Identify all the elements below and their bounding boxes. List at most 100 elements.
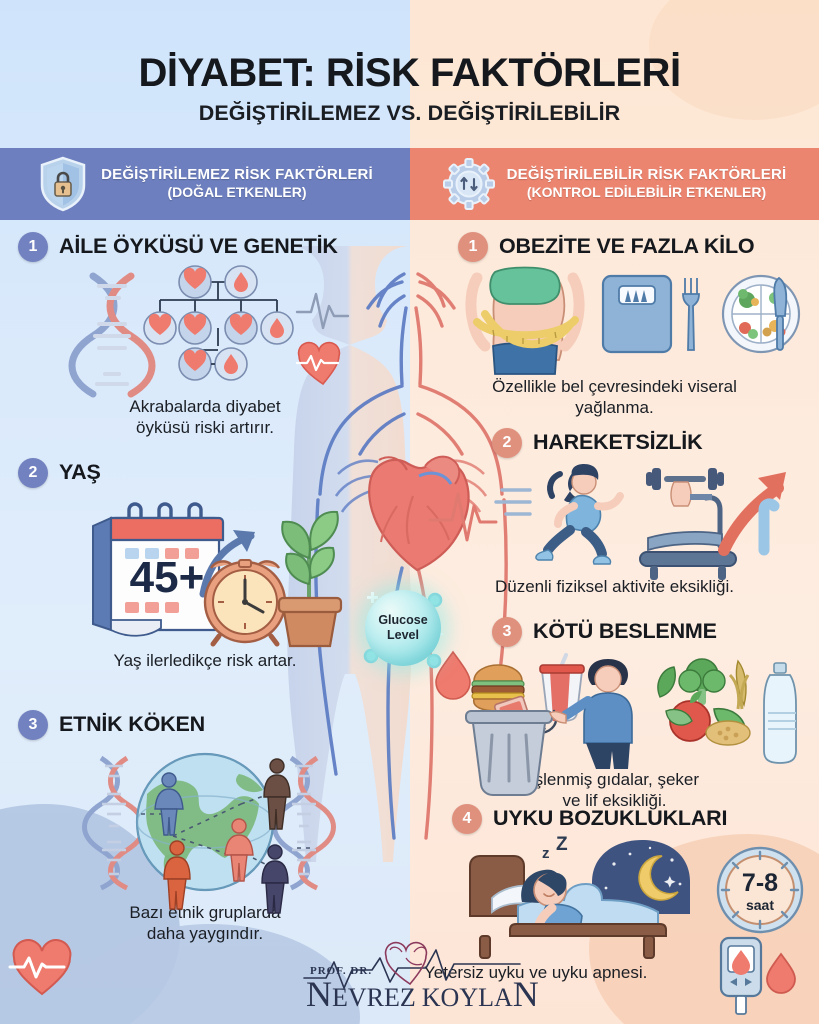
item-caption: Yetersiz uyku ve uyku apnesi. — [410, 962, 819, 983]
header-bar-modifiable: DEĞİŞTİRİLEBİLİR RİSK FAKTÖRLERİ (KONTRO… — [410, 148, 819, 220]
item-caption: Düzenli fiziksel aktivite eksikliği. — [410, 576, 819, 597]
risk-item-family-history: 1 AİLE ÖYKÜSÜ VE GENETİK — [0, 232, 410, 454]
item-title: YAŞ — [59, 460, 101, 485]
item-number-badge: 4 — [452, 804, 482, 834]
healthy-plate-icon — [721, 274, 800, 354]
svg-text:Z: Z — [556, 834, 568, 855]
risk-item-sleep: 4 UYKU BOZUKLUKLARI — [410, 804, 819, 1004]
treadmill-icon — [638, 494, 737, 580]
caption-line2: ve lif eksikliği. — [562, 791, 667, 811]
item-title: KÖTÜ BESLENME — [533, 619, 717, 644]
sleep-hours-value: 7-8 — [741, 869, 777, 897]
risk-item-obesity: 1 OBEZİTE VE FAZLA KİLO — [410, 232, 819, 422]
caption-line2: yağlanma. — [575, 398, 654, 418]
item-title: OBEZİTE VE FAZLA KİLO — [499, 234, 755, 259]
sleeping-person-bed-moon-illustration: z Z — [410, 834, 819, 959]
vegetables-icon — [656, 658, 751, 746]
nonmodifiable-risk-column: 1 AİLE ÖYKÜSÜ VE GENETİK — [0, 232, 410, 960]
water-bottle-icon — [762, 662, 797, 764]
signature-prefix: PROF. DR. — [310, 965, 372, 977]
calendar-age-value: 45+ — [130, 553, 205, 602]
item-caption: Akrabalarda diyabet öyküsü riski artırır… — [0, 396, 410, 439]
item-caption: İşlenmiş gıdalar, şeker ve lif eksikliği… — [410, 769, 819, 812]
blood-drop-icon — [435, 650, 471, 700]
soda-cup-icon — [538, 653, 585, 722]
heart-outline-icon — [384, 941, 428, 986]
item-title: AİLE ÖYKÜSÜ VE GENETİK — [59, 234, 338, 259]
risk-item-header: 4 UYKU BOZUKLUKLARI — [410, 804, 819, 834]
globe-icon — [135, 752, 275, 892]
globe-people-dna-illustration — [0, 742, 410, 914]
runner-treadmill-dumbbell-illustration — [410, 460, 819, 580]
caption-line1: Yetersiz uyku ve uyku apnesi. — [424, 963, 648, 982]
item-caption: Bazı etnik gruplarda daha yaygındır. — [0, 902, 410, 945]
caption-line1: Yaş ilerledikçe risk artar. — [113, 651, 297, 670]
risk-item-nutrition: 3 KÖTÜ BESLENME — [410, 617, 819, 810]
sleep-hours-badge: 7-8 saat — [716, 846, 803, 934]
category-header-bars: DEĞİŞTİRİLEMEZ RİSK FAKTÖRLERİ (DOĞAL ET… — [0, 148, 819, 220]
item-title: HAREKETSİZLİK — [533, 430, 703, 455]
item-number-badge: 3 — [18, 710, 48, 740]
page-title: DİYABET: RİSK FAKTÖRLERİ — [138, 51, 681, 95]
alarm-clock-icon — [203, 559, 287, 647]
poster-title-block: DİYABET: RİSK FAKTÖRLERİ DEĞİŞTİRİLEMEZ … — [0, 52, 819, 126]
item-number-badge: 2 — [492, 428, 522, 458]
risk-item-ethnicity: 3 ETNİK KÖKEN — [0, 710, 410, 960]
caption-line1: İşlenmiş gıdalar, şeker — [529, 770, 700, 789]
dna-family-tree-illustration — [0, 264, 410, 398]
item-title: ETNİK KÖKEN — [59, 712, 205, 737]
header-right-line1: DEĞİŞTİRİLEBİLİR RİSK FAKTÖRLERİ — [506, 166, 787, 183]
calendar-clock-plant-illustration: 45+ — [0, 490, 410, 650]
gear-arrows-icon — [442, 155, 495, 213]
page-subtitle: DEĞİŞTİRİLEMEZ VS. DEĞİŞTİRİLEBİLİR — [198, 101, 621, 125]
caption-line2: daha yaygındır. — [146, 924, 264, 944]
caption-line2: öyküsü riski artırır. — [136, 418, 274, 438]
waist-measure-scale-plate-illustration — [410, 264, 819, 375]
header-left-line1: DEĞİŞTİRİLEMEZ RİSK FAKTÖRLERİ — [101, 166, 373, 183]
risk-item-header: 2 YAŞ — [0, 458, 410, 488]
weight-scale-icon — [601, 274, 672, 354]
risk-item-age: 2 YAŞ — [0, 458, 410, 696]
people-icons — [154, 758, 291, 914]
risk-item-header: 2 HAREKETSİZLİK — [410, 428, 819, 458]
caption-line1: Akrabalarda diyabet — [129, 397, 281, 416]
header-right-line2: (KONTROL EDİLEBİLİR ETKENLER) — [526, 184, 767, 200]
fork-icon — [681, 278, 700, 351]
header-bar-left-text: DEĞİŞTİRİLEMEZ RİSK FAKTÖRLERİ (DOĞAL ET… — [101, 166, 373, 202]
item-caption: Özellikle bel çevresindeki viseral yağla… — [410, 376, 819, 419]
item-number-badge: 1 — [18, 232, 48, 262]
modifiable-risk-column: 1 OBEZİTE VE FAZLA KİLO — [410, 232, 819, 1004]
item-caption: Yaş ilerledikçe risk artar. — [0, 650, 410, 671]
risk-item-inactivity: 2 HAREKETSİZLİK — [410, 428, 819, 613]
caption-line1: Bazı etnik gruplarda — [129, 903, 281, 922]
potted-plant-icon — [277, 510, 343, 648]
caption-line1: Düzenli fiziksel aktivite eksikliği. — [494, 577, 735, 596]
sleep-hours-unit: saat — [745, 897, 773, 913]
risk-item-header: 1 OBEZİTE VE FAZLA KİLO — [410, 232, 819, 262]
glucometer-icon — [715, 936, 801, 1016]
header-left-line2: (DOĞAL ETKENLER) — [167, 184, 307, 200]
heart-pulse-icon-bottom-left — [8, 939, 72, 998]
ecg-line-icon — [295, 292, 350, 330]
dumbbell-icon — [645, 468, 724, 507]
junkfood-trash-vegetables-illustration — [410, 649, 819, 796]
header-bar-nonmodifiable: DEĞİŞTİRİLEMEZ RİSK FAKTÖRLERİ (DOĞAL ET… — [0, 148, 410, 220]
knife-icon — [772, 276, 787, 351]
shield-lock-icon — [37, 155, 89, 213]
item-number-badge: 1 — [458, 232, 488, 262]
caption-line1: Özellikle bel çevresindeki viseral — [492, 377, 737, 396]
zzz-icon: z Z — [542, 834, 568, 862]
risk-item-header: 3 KÖTÜ BESLENME — [410, 617, 819, 647]
risk-item-header: 3 ETNİK KÖKEN — [0, 710, 410, 740]
svg-text:z: z — [542, 845, 550, 862]
person-icon — [548, 659, 633, 769]
heart-pulse-icon — [295, 341, 341, 386]
header-bar-right-text: DEĞİŞTİRİLEBİLİR RİSK FAKTÖRLERİ (KONTRO… — [507, 166, 787, 202]
risk-item-header: 1 AİLE ÖYKÜSÜ VE GENETİK — [0, 232, 410, 262]
item-number-badge: 2 — [18, 458, 48, 488]
item-number-badge: 3 — [492, 617, 522, 647]
upward-arrow-icon — [199, 530, 255, 598]
